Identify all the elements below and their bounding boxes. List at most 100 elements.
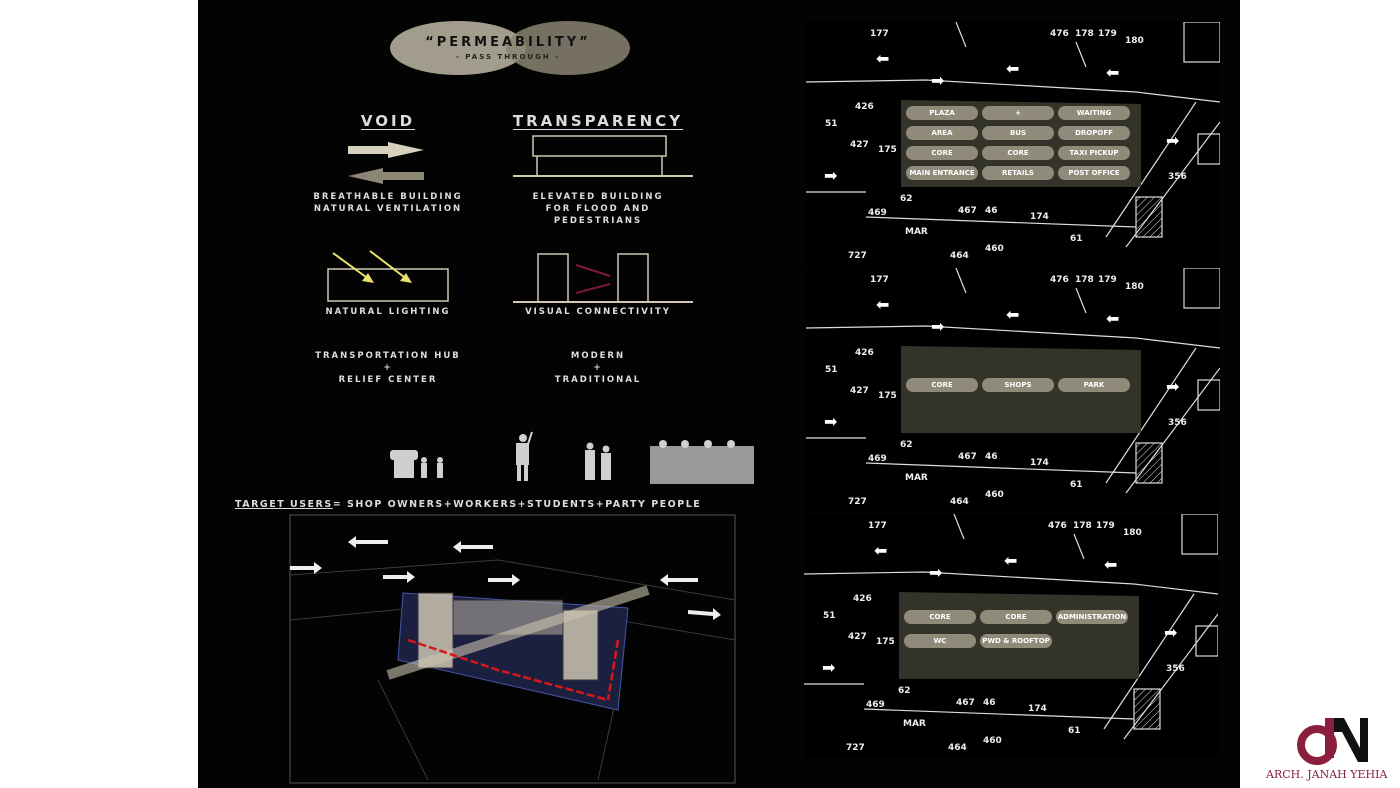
lot-number: 174 — [1030, 212, 1049, 222]
lot-number: 467 — [958, 206, 977, 216]
lot-number: 476 — [1050, 29, 1069, 39]
traffic-arrow-icon: ⬅ — [1106, 309, 1120, 328]
hub-caption: TRANSPORTATION HUB+RELIEF CENTER — [315, 351, 461, 385]
lot-number: 179 — [1096, 521, 1115, 531]
zone-label: TAXI PICKUP — [1058, 146, 1130, 160]
lot-number: 464 — [950, 497, 969, 507]
site-plan — [289, 514, 736, 784]
lot-number: 727 — [846, 743, 865, 753]
lot-number: 175 — [878, 391, 897, 401]
people-silhouettes — [390, 431, 754, 484]
lot-number: 460 — [985, 244, 1004, 254]
diagram-graphics — [289, 21, 754, 784]
natural-lighting-icon — [327, 250, 449, 302]
zone-label: CORE — [980, 610, 1052, 624]
visual-connectivity-icon — [513, 253, 693, 303]
zone-label: POST OFFICE — [1058, 166, 1130, 180]
lot-number: 727 — [848, 251, 867, 261]
lot-number: 179 — [1098, 29, 1117, 39]
lot-number: 464 — [948, 743, 967, 753]
connectivity-caption: VISUAL CONNECTIVITY — [525, 307, 671, 317]
zone-label: WC — [904, 634, 976, 648]
title-sub: - PASS THROUGH - — [455, 53, 561, 61]
zone-label: + — [982, 106, 1054, 120]
lot-number: 460 — [985, 490, 1004, 500]
traffic-arrow-icon: ➡ — [929, 563, 943, 582]
traffic-arrows — [290, 536, 721, 620]
lot-number: 469 — [868, 208, 887, 218]
lot-number: 51 — [825, 119, 838, 129]
zone-label: ADMINISTRATION — [1056, 610, 1128, 624]
traffic-arrow-icon: ⬅ — [876, 295, 890, 314]
lot-number: 179 — [1098, 275, 1117, 285]
lot-number: 467 — [956, 698, 975, 708]
zone-label: WAITING — [1058, 106, 1130, 120]
logo: ARCH. JANAH YEHIA — [1262, 700, 1400, 788]
lot-number: 177 — [870, 275, 889, 285]
zone-label: PWD & ROOFTOP — [980, 634, 1052, 648]
traffic-arrow-icon: ➡ — [824, 412, 838, 431]
traffic-arrow-icon: ⬅ — [1004, 551, 1018, 570]
zone-label: RETAILS — [982, 166, 1054, 180]
lot-number: 427 — [848, 632, 867, 642]
lot-number: 476 — [1048, 521, 1067, 531]
lot-number: 467 — [958, 452, 977, 462]
arrow-right-icon — [348, 142, 424, 158]
zone-label: CORE — [906, 146, 978, 160]
lot-number: 46 — [985, 452, 998, 462]
zone-label: CORE — [906, 378, 978, 392]
lot-number: 426 — [855, 348, 874, 358]
elevated-building-icon — [513, 135, 693, 177]
lot-number: 180 — [1123, 528, 1142, 538]
traffic-arrow-icon: ➡ — [1166, 131, 1180, 150]
lot-number: 727 — [848, 497, 867, 507]
traffic-arrow-icon: ➡ — [931, 71, 945, 90]
lot-number: 177 — [870, 29, 889, 39]
traffic-arrow-icon: ➡ — [1164, 623, 1178, 642]
lot-number: 427 — [850, 140, 869, 150]
lot-number: MAR — [905, 227, 928, 237]
lot-number: 175 — [878, 145, 897, 155]
lot-number: 178 — [1075, 29, 1094, 39]
lot-number: 62 — [900, 440, 913, 450]
zone-label: CORE — [904, 610, 976, 624]
traffic-arrow-icon: ⬅ — [1006, 305, 1020, 324]
lighting-caption: NATURAL LIGHTING — [325, 307, 451, 317]
lot-number: MAR — [905, 473, 928, 483]
lot-number: 464 — [950, 251, 969, 261]
arrow-left-icon — [348, 168, 424, 184]
zone-label: PARK — [1058, 378, 1130, 392]
lot-number: 175 — [876, 637, 895, 647]
lot-number: 356 — [1168, 172, 1187, 182]
lot-number: 174 — [1028, 704, 1047, 714]
title-main: “PERMEABILITY” — [425, 35, 591, 50]
logo-mark — [1297, 718, 1368, 765]
lot-number: 51 — [825, 365, 838, 375]
lot-number: 180 — [1125, 282, 1144, 292]
zone-label: CORE — [982, 146, 1054, 160]
lot-number: 460 — [983, 736, 1002, 746]
modern-caption: MODERN+TRADITIONAL — [554, 351, 642, 385]
lot-number: 174 — [1030, 458, 1049, 468]
lot-number: 426 — [855, 102, 874, 112]
lot-number: 178 — [1075, 275, 1094, 285]
lot-number: 46 — [983, 698, 996, 708]
lot-number: 356 — [1166, 664, 1185, 674]
map-linework — [806, 22, 1220, 248]
logo-text: ARCH. JANAH YEHIA — [1266, 768, 1388, 781]
lot-number: 356 — [1168, 418, 1187, 428]
lot-number: 46 — [985, 206, 998, 216]
lot-number: 62 — [898, 686, 911, 696]
traffic-arrow-icon: ➡ — [931, 317, 945, 336]
traffic-arrow-icon: ⬅ — [876, 49, 890, 68]
lot-number: 426 — [853, 594, 872, 604]
zone-label: BUS — [982, 126, 1054, 140]
lot-number: 469 — [868, 454, 887, 464]
traffic-arrow-icon: ⬅ — [1106, 63, 1120, 82]
lot-number: 61 — [1068, 726, 1081, 736]
lot-number: 178 — [1073, 521, 1092, 531]
